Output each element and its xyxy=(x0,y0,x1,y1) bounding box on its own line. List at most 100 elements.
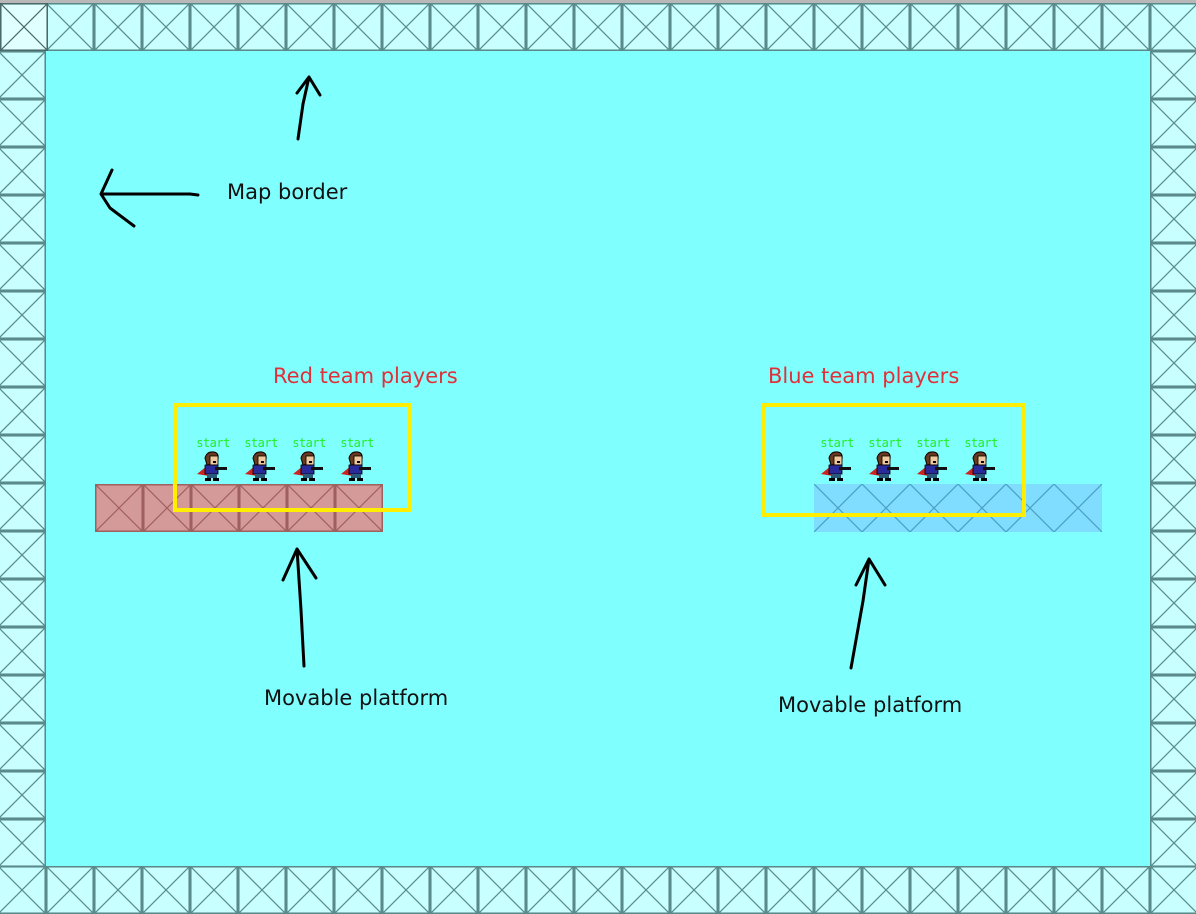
border-tile xyxy=(1150,819,1196,867)
blue-team-highlight-box xyxy=(761,403,1026,517)
red-platform-label: Movable platform xyxy=(264,686,449,710)
border-tile xyxy=(718,3,766,51)
border-tile xyxy=(526,3,574,51)
border-tile xyxy=(1150,291,1196,339)
border-tile xyxy=(238,866,286,914)
border-tile xyxy=(1150,771,1196,819)
border-tile xyxy=(0,195,46,243)
player-sprite-icon xyxy=(245,451,275,481)
border-tile xyxy=(142,3,190,51)
border-tile xyxy=(958,866,1006,914)
border-tile xyxy=(862,3,910,51)
player-status-tag: start xyxy=(196,436,230,450)
player-status-tag: start xyxy=(340,436,374,450)
border-tile xyxy=(766,866,814,914)
blue-movable-platform[interactable] xyxy=(814,484,1102,532)
player-status-tag: start xyxy=(292,436,326,450)
player-sprite-icon xyxy=(341,451,371,481)
border-tile xyxy=(0,483,46,531)
platform-tile xyxy=(862,484,910,532)
platform-tile xyxy=(1054,484,1102,532)
player-sprite xyxy=(195,450,231,486)
border-tile xyxy=(334,3,382,51)
player-sprite xyxy=(867,450,903,486)
border-tile xyxy=(670,866,718,914)
arrow-up-icon xyxy=(295,75,322,141)
window-top-edge xyxy=(0,0,1196,3)
border-tile xyxy=(94,3,142,51)
border-tile xyxy=(1102,3,1150,51)
border-tile xyxy=(766,3,814,51)
border-tile xyxy=(574,3,622,51)
border-tile xyxy=(622,866,670,914)
player-sprite xyxy=(243,450,279,486)
border-tile xyxy=(1006,3,1054,51)
border-tile xyxy=(0,99,46,147)
border-tile xyxy=(0,531,46,579)
border-tile xyxy=(814,3,862,51)
player-status-tag: start xyxy=(820,436,854,450)
arrow-left-icon xyxy=(99,168,200,228)
player[interactable]: start xyxy=(817,436,857,482)
border-tile xyxy=(910,866,958,914)
player-sprite xyxy=(915,450,951,486)
player[interactable]: start xyxy=(865,436,905,482)
border-tile xyxy=(286,866,334,914)
player[interactable]: start xyxy=(337,436,377,482)
border-tile xyxy=(0,627,46,675)
border-tile xyxy=(958,3,1006,51)
border-tile xyxy=(1150,195,1196,243)
border-tile xyxy=(1150,483,1196,531)
red-team-highlight-box xyxy=(173,403,411,512)
border-tile xyxy=(190,866,238,914)
border-tile xyxy=(526,866,574,914)
player[interactable]: start xyxy=(241,436,281,482)
player[interactable]: start xyxy=(961,436,1001,482)
blue-platform-label: Movable platform xyxy=(778,693,963,717)
player[interactable]: start xyxy=(289,436,329,482)
border-tile xyxy=(0,243,46,291)
border-tile xyxy=(622,3,670,51)
player-sprite xyxy=(339,450,375,486)
border-tile xyxy=(0,291,46,339)
border-tile xyxy=(0,819,46,867)
border-tile xyxy=(1150,675,1196,723)
border-tile xyxy=(1150,3,1196,51)
player-status-tag: start xyxy=(868,436,902,450)
border-tile xyxy=(574,866,622,914)
border-tile xyxy=(814,866,862,914)
border-tile xyxy=(0,387,46,435)
platform-tile xyxy=(1006,484,1054,532)
arrow-up-icon xyxy=(281,547,318,668)
border-tile xyxy=(1054,3,1102,51)
border-tile xyxy=(1150,579,1196,627)
border-tile xyxy=(1150,243,1196,291)
border-tile xyxy=(1150,387,1196,435)
player-status-tag: start xyxy=(244,436,278,450)
border-tile xyxy=(238,3,286,51)
border-tile xyxy=(718,866,766,914)
border-tile xyxy=(1150,435,1196,483)
border-tile xyxy=(1006,866,1054,914)
player-sprite-icon xyxy=(869,451,899,481)
border-tile xyxy=(0,435,46,483)
platform-tile xyxy=(910,484,958,532)
border-tile xyxy=(0,579,46,627)
border-tile xyxy=(0,147,46,195)
border-tile xyxy=(1150,723,1196,771)
player[interactable]: start xyxy=(913,436,953,482)
border-tile xyxy=(1150,147,1196,195)
red-team-label: Red team players xyxy=(273,364,458,388)
border-tile xyxy=(1150,531,1196,579)
player-sprite-icon xyxy=(965,451,995,481)
border-tile xyxy=(1054,866,1102,914)
player-sprite xyxy=(291,450,327,486)
platform-tile xyxy=(958,484,1006,532)
player[interactable]: start xyxy=(193,436,233,482)
player-status-tag: start xyxy=(916,436,950,450)
border-corner-tile xyxy=(0,3,48,51)
border-tile xyxy=(382,3,430,51)
player-status-tag: start xyxy=(964,436,998,450)
arrow-up-icon xyxy=(849,557,887,670)
